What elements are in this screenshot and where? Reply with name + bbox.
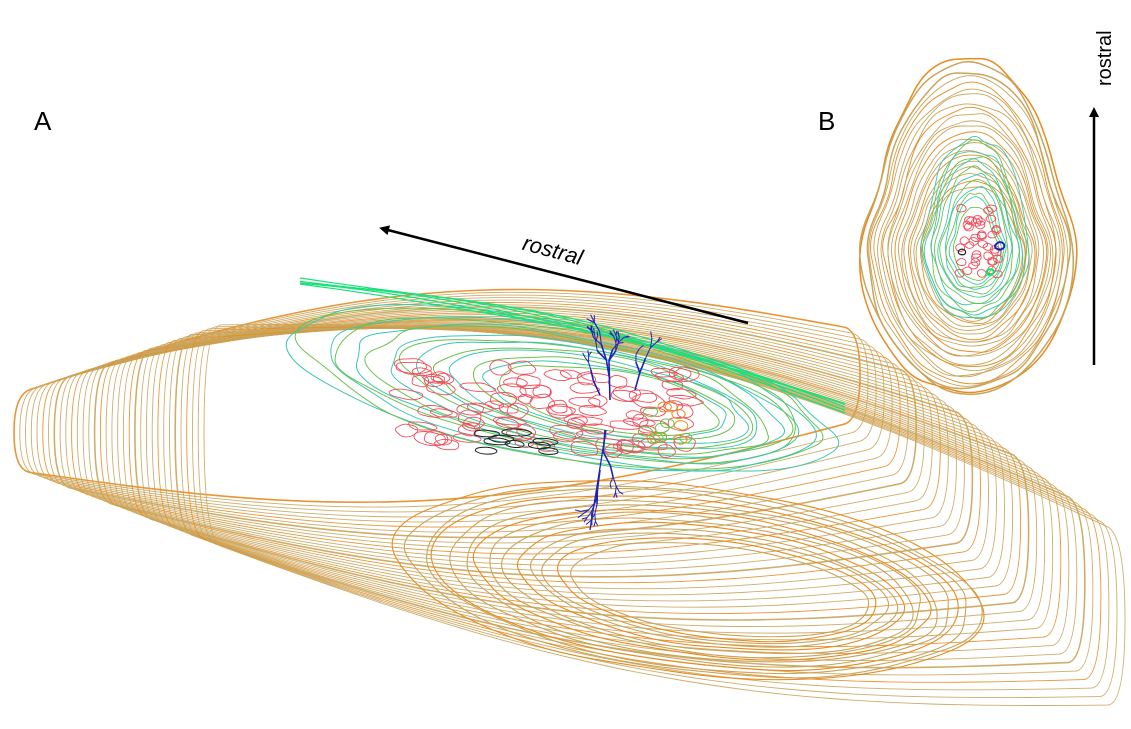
cell-profile xyxy=(389,389,423,400)
dendrite-segment xyxy=(595,522,597,526)
cell-profile xyxy=(674,421,688,430)
cell-profile xyxy=(499,404,518,413)
rostral-label-b: rostral xyxy=(1094,30,1116,86)
cell-profile xyxy=(490,360,511,375)
black-profile xyxy=(533,438,558,445)
cell-profile xyxy=(544,370,571,381)
dendrite-segment xyxy=(588,350,589,356)
black-profile xyxy=(475,447,497,454)
outer-contour xyxy=(164,328,1069,653)
panel-b-cross-section xyxy=(860,59,1094,395)
cell-profile xyxy=(533,385,551,397)
dendrite-segment xyxy=(635,373,640,390)
dendrite-segment xyxy=(610,484,611,489)
dendrite-segment xyxy=(609,378,610,400)
dendrite-segment xyxy=(610,466,613,477)
black-profile xyxy=(474,430,499,437)
cell-profile xyxy=(395,424,417,437)
dendrite-segment xyxy=(586,521,591,525)
cell-profile xyxy=(508,361,535,374)
dendrite-segment xyxy=(595,514,596,521)
inner-contour xyxy=(391,335,784,457)
cell-profile xyxy=(582,373,611,382)
outer-ring-contours xyxy=(860,59,1077,395)
cell-profile-b xyxy=(956,244,965,252)
outer-contour xyxy=(152,328,1052,640)
dendrite-segment xyxy=(597,331,598,335)
panel-letter-a: A xyxy=(34,108,51,134)
cell-profile xyxy=(632,393,665,408)
dendrite-segment xyxy=(591,325,592,330)
panel-letter-b: B xyxy=(818,108,835,134)
dendrite-segment xyxy=(575,510,581,512)
outer-contour xyxy=(129,326,1020,614)
inner-ring-contours xyxy=(921,136,1029,318)
cell-profile-b xyxy=(956,258,966,265)
inner-contour xyxy=(483,361,726,439)
cell-profile xyxy=(589,395,608,406)
cell-profile-b xyxy=(977,270,986,278)
dendrite-segment xyxy=(616,486,617,493)
panel-a-lateral-view xyxy=(14,229,1125,706)
cell-profile xyxy=(504,378,528,387)
outer-contour xyxy=(198,326,1117,698)
cell-profile-b xyxy=(960,237,969,245)
